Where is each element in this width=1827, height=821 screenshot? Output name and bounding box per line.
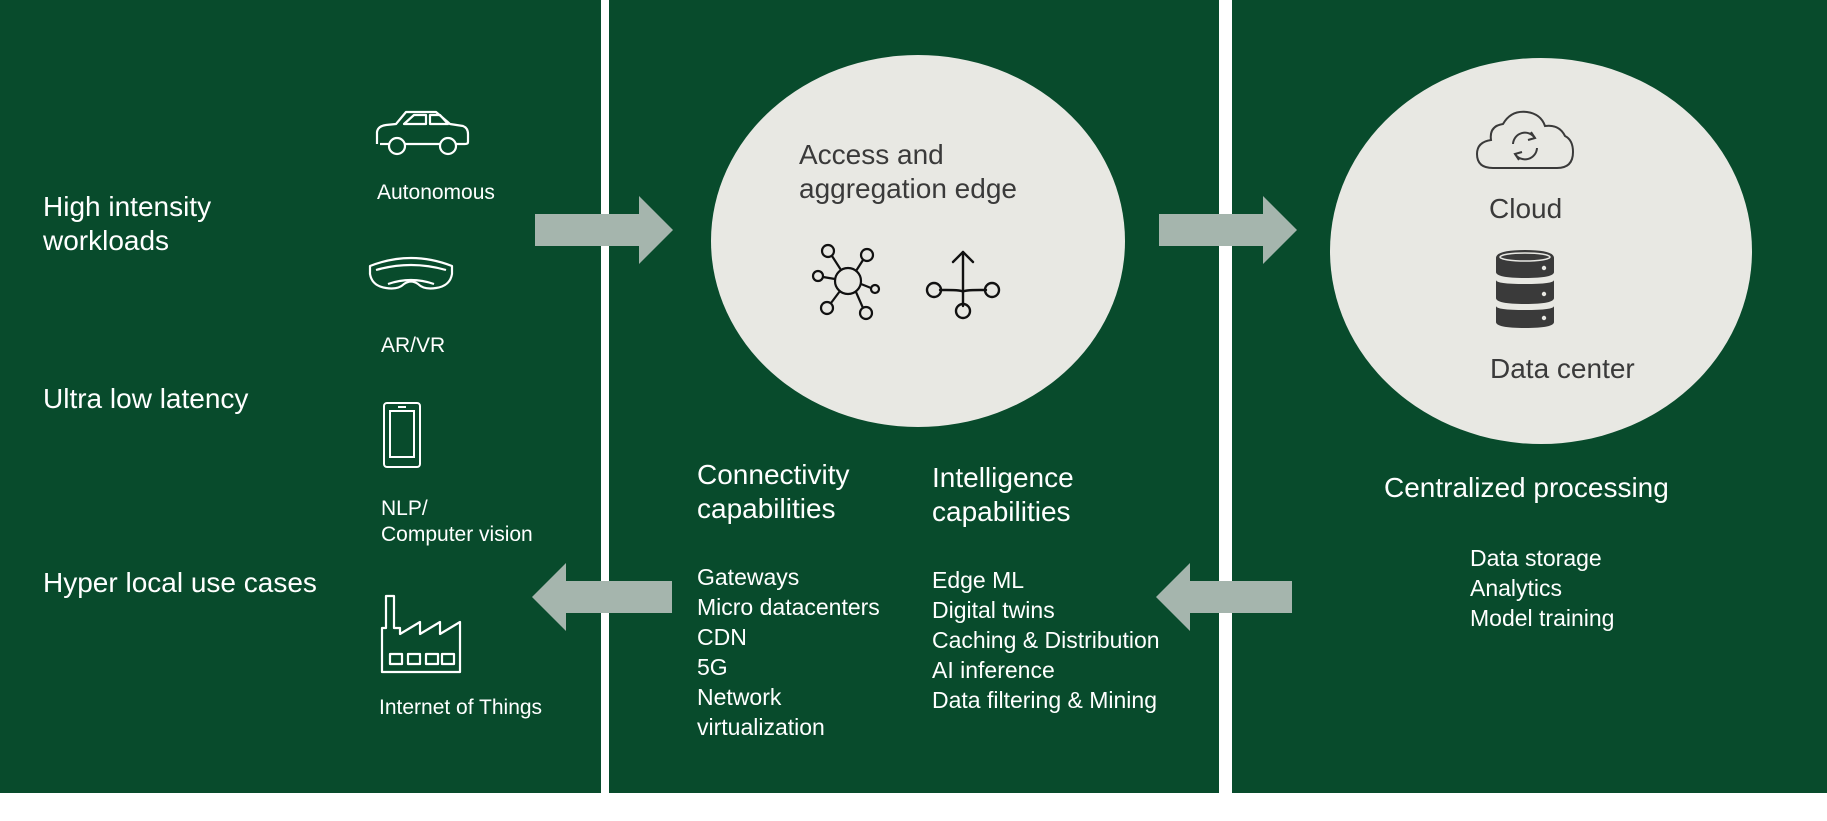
factory-icon: [380, 594, 462, 674]
list-item: Network virtualization: [697, 684, 825, 740]
arrow-right-to-edge: [535, 196, 675, 264]
list-item: Gateways: [697, 564, 800, 590]
item-label-nlp-cv: NLP/ Computer vision: [381, 497, 533, 546]
edge-oval: [711, 55, 1125, 427]
list-item: Data storage: [1470, 545, 1602, 571]
car-icon: [374, 108, 470, 158]
list-item: Model training: [1470, 605, 1615, 631]
list-item: CDN: [697, 624, 747, 650]
connectivity-list: Gateways Micro datacenters CDN 5G Networ…: [697, 562, 880, 742]
cloud-label: Cloud: [1489, 193, 1563, 224]
central-list: Data storage Analytics Model training: [1470, 543, 1614, 633]
smartphone-icon: [382, 401, 422, 469]
arrow-right-to-central: [1159, 196, 1299, 264]
intelligence-heading: Intelligence capabilities: [932, 462, 1074, 528]
list-item: AI inference: [932, 657, 1055, 683]
list-item: Data filtering & Mining: [932, 687, 1157, 713]
connectivity-heading: Connectivity capabilities: [697, 459, 850, 525]
workloads-panel: [0, 0, 601, 793]
branch-arrow-icon: [924, 248, 1002, 320]
list-item: Micro datacenters: [697, 594, 880, 620]
central-heading: Centralized processing: [1384, 472, 1669, 503]
list-item: 5G: [697, 654, 728, 680]
category-high-intensity: High intensity workloads: [43, 191, 212, 257]
list-item: Caching & Distribution: [932, 627, 1160, 653]
database-icon: [1494, 248, 1556, 330]
item-label-ar-vr: AR/VR: [381, 334, 446, 357]
category-hyper-local: Hyper local use cases: [43, 567, 317, 598]
vr-headset-icon: [366, 252, 456, 294]
list-item: Digital twins: [932, 597, 1055, 623]
list-item: Analytics: [1470, 575, 1563, 601]
item-label-autonomous: Autonomous: [377, 181, 495, 204]
edge-title: Access and aggregation edge: [799, 139, 1017, 205]
arrow-left-to-workloads: [532, 563, 672, 631]
network-hub-icon: [811, 240, 883, 322]
category-ultra-low-latency: Ultra low latency: [43, 383, 249, 414]
cloud-sync-icon: [1475, 108, 1575, 170]
list-item: Edge ML: [932, 567, 1025, 593]
datacenter-label: Data center: [1490, 353, 1635, 384]
item-label-iot: Internet of Things: [379, 696, 543, 719]
intelligence-list: Edge ML Digital twins Caching & Distribu…: [932, 565, 1160, 715]
arrow-left-to-edge: [1156, 563, 1296, 631]
